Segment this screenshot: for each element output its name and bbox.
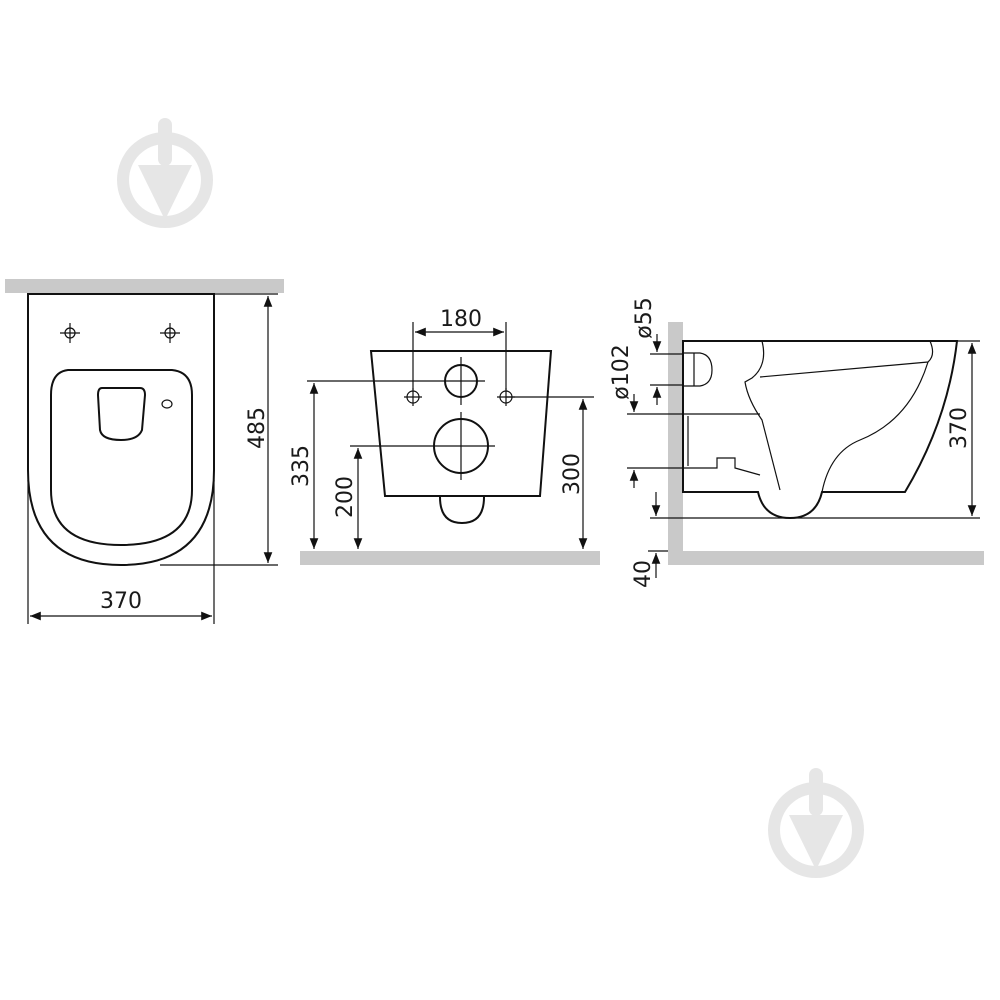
wall-strip-top: [5, 279, 284, 293]
mount-hole-left: [60, 323, 80, 343]
dim-label-width: 370: [100, 589, 142, 614]
top-view: 485 370: [5, 279, 284, 624]
bowl-outline-side: [682, 340, 959, 520]
dim-label-side-height: 370: [947, 407, 972, 449]
trap-outline-front: [439, 496, 485, 525]
dim-label-bolt-spacing: 180: [440, 307, 482, 332]
dim-label-inlet-diameter: ø55: [632, 297, 657, 338]
dim-label-lower-height: 200: [333, 476, 358, 518]
side-view: ø55 ø102 370 40: [609, 297, 984, 588]
flush-hole: [161, 399, 173, 409]
bowl-outline-top: [27, 293, 215, 567]
dim-label-bolt-height: 300: [560, 453, 585, 495]
front-view: 180 335 200 300: [289, 307, 600, 565]
bowl-inner-left: [744, 340, 781, 491]
dim-label-gap: 40: [631, 560, 656, 588]
wall-strip-side: [668, 322, 683, 552]
dim-label-depth: 485: [245, 407, 270, 449]
dim-label-outlet-diameter: ø102: [609, 344, 634, 399]
mount-hole-right: [160, 323, 180, 343]
bolt-hole-left: [404, 388, 422, 406]
watermark-bottom: [768, 768, 864, 878]
seat-outline: [50, 369, 193, 547]
bowl-outline-front: [369, 350, 553, 497]
watermark-top: [117, 118, 213, 228]
floor-strip-side: [668, 551, 984, 565]
rim-opening: [96, 387, 147, 442]
outlet-spigot: [683, 413, 761, 476]
floor-strip-front: [300, 551, 600, 565]
dim-label-waste-height: 335: [289, 445, 314, 487]
inlet-spud: [683, 352, 713, 387]
bowl-inner-right: [759, 340, 934, 493]
